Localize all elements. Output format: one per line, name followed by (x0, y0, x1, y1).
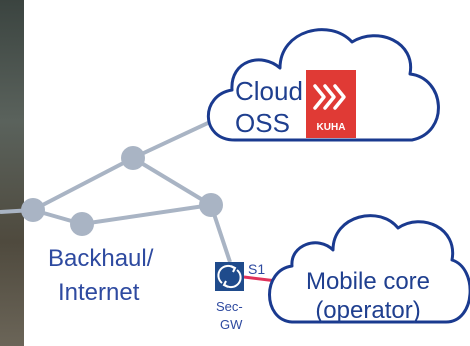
router-node (70, 212, 94, 236)
link-c-d (81, 203, 212, 226)
mobile-core-label-line1: Mobile core (306, 268, 430, 295)
sync-arrows-icon (217, 264, 242, 289)
cloud-oss-label-line2: OSS (235, 108, 290, 138)
backhaul-label-line2: Internet (58, 279, 140, 306)
network-links (0, 120, 232, 263)
router-node (121, 146, 145, 170)
router-node (21, 198, 45, 222)
cloud-oss-label-line1: Cloud (235, 76, 303, 106)
kuha-logo: KUHA (306, 70, 356, 138)
link-to-cloud-oss (132, 120, 211, 160)
cloud-mobile-core-shape (268, 214, 470, 324)
s1-label: S1 (248, 261, 265, 277)
double-chevron-right-icon (313, 84, 346, 110)
background-photo-strip (0, 0, 24, 346)
kuha-logo-text: KUHA (317, 122, 346, 133)
secgw-label-line1: Sec- (216, 299, 243, 314)
network-nodes (21, 146, 223, 236)
secgw-device (215, 262, 244, 291)
backhaul-label-line1: Backhaul/ (48, 245, 154, 272)
router-node (199, 193, 223, 217)
secgw-label-line2: GW (220, 317, 243, 332)
link-a-b (32, 156, 134, 212)
mobile-core-label-line2: (operator) (315, 297, 420, 324)
link-b-d (131, 156, 213, 207)
